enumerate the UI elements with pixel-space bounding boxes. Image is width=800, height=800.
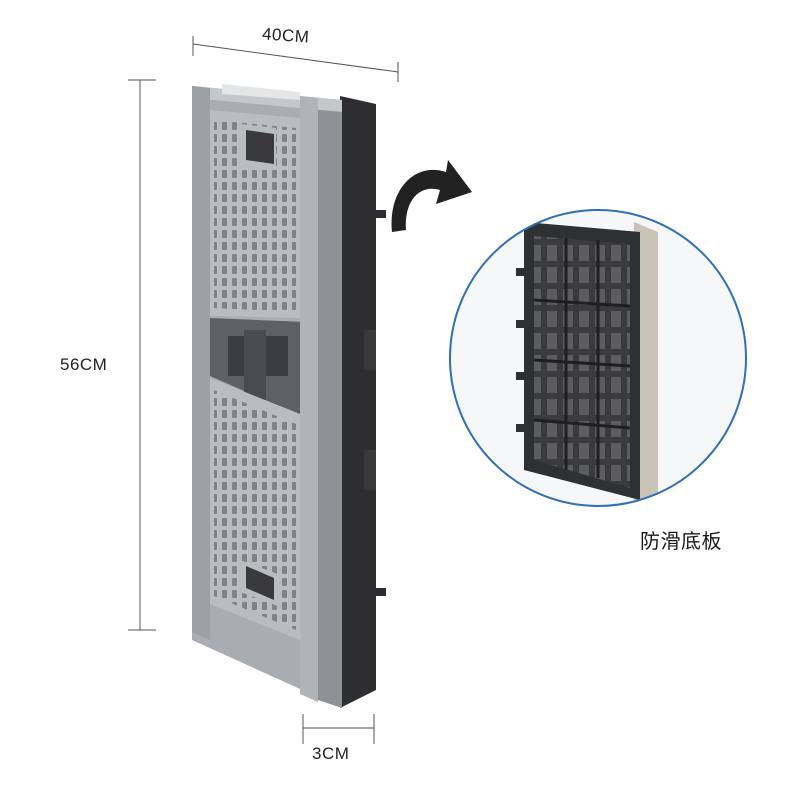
curved-arrow-icon <box>391 160 472 232</box>
width-label: 40CM <box>261 24 310 47</box>
height-label: 56CM <box>60 355 108 374</box>
depth-label: 3CM <box>312 744 350 763</box>
anti-slip-base-caption: 防滑底板 <box>640 531 722 553</box>
base-detail-callout <box>449 209 747 507</box>
folded-crate <box>192 84 386 708</box>
dimension-lines <box>128 36 399 744</box>
